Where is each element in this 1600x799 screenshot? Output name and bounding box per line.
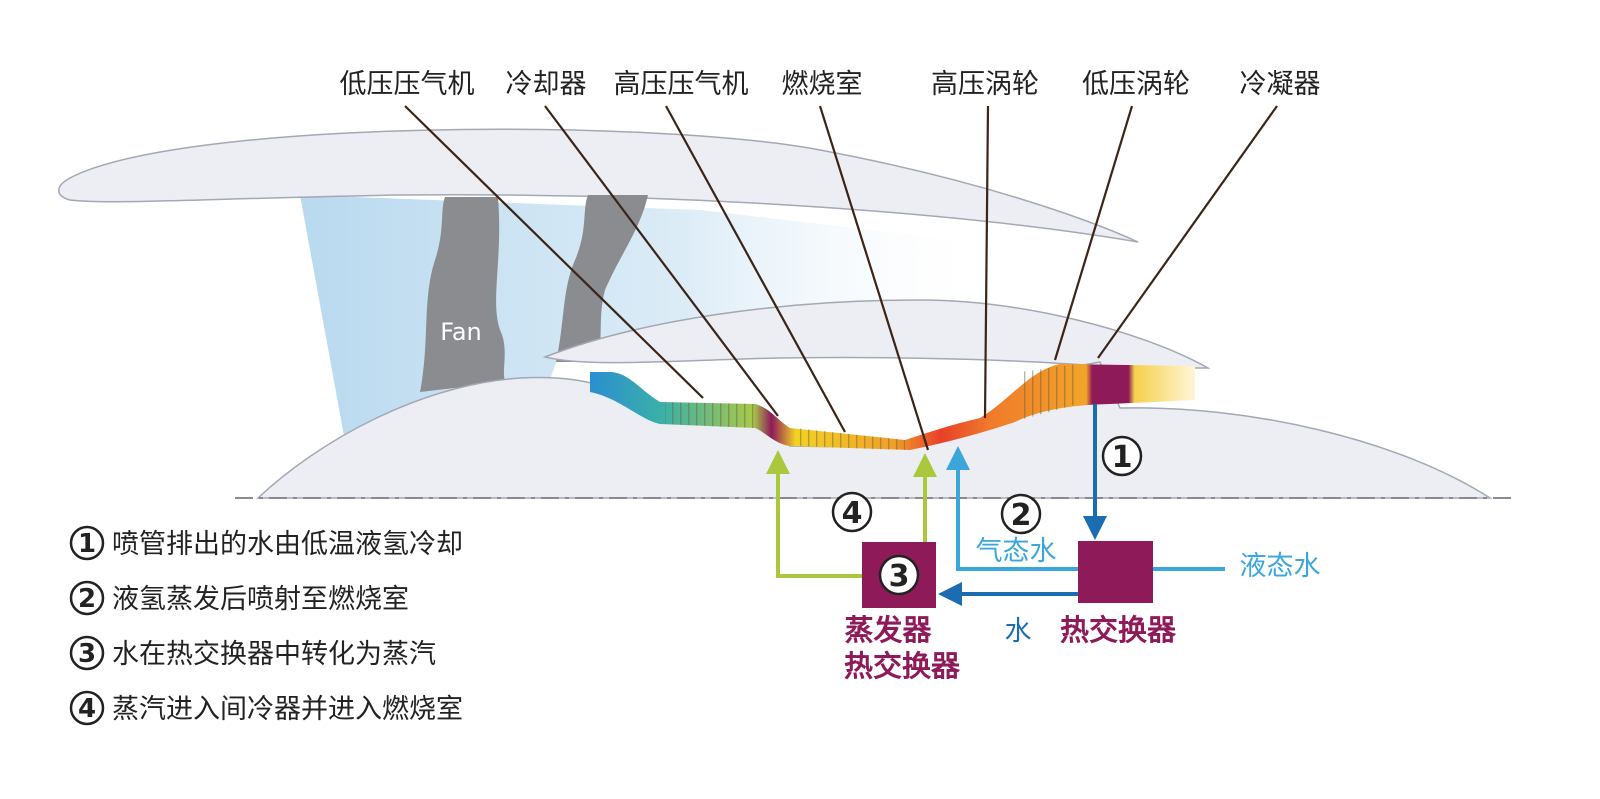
label-low-pressure-compressor: 低压压气机 bbox=[340, 69, 475, 100]
svg-text:3: 3 bbox=[78, 639, 96, 669]
svg-text:液氢蒸发后喷射至燃烧室: 液氢蒸发后喷射至燃烧室 bbox=[112, 584, 409, 615]
legend: 1 喷管排出的水由低温液氢冷却 2 液氢蒸发后喷射至燃烧室 3 水在热交换器中转… bbox=[69, 525, 463, 726]
label-cooler: 冷却器 bbox=[506, 69, 587, 100]
leader-combustor bbox=[818, 105, 930, 451]
marker-3: 3 bbox=[878, 554, 920, 596]
legend-item-3: 3 水在热交换器中转化为蒸汽 bbox=[69, 635, 436, 671]
leader-hpt bbox=[983, 105, 990, 419]
label-combustor: 燃烧室 bbox=[782, 69, 863, 100]
svg-text:4: 4 bbox=[842, 496, 863, 531]
svg-text:3: 3 bbox=[889, 559, 910, 594]
svg-text:2: 2 bbox=[1011, 498, 1032, 533]
outer-nacelle bbox=[58, 128, 1139, 243]
marker-1: 1 bbox=[1101, 435, 1143, 477]
label-low-pressure-turbine: 低压涡轮 bbox=[1082, 69, 1190, 100]
label-condenser: 冷凝器 bbox=[1240, 69, 1321, 100]
leader-lpt bbox=[1053, 105, 1134, 361]
leader-lpc bbox=[404, 105, 704, 399]
core-nacelle bbox=[542, 299, 1211, 369]
svg-text:2: 2 bbox=[78, 584, 96, 614]
legend-item-4: 4 蒸汽进入间冷器并进入燃烧室 bbox=[69, 690, 463, 726]
label-water: 水 bbox=[1005, 616, 1032, 647]
svg-text:4: 4 bbox=[78, 694, 96, 724]
marker-2: 2 bbox=[1000, 493, 1042, 535]
label-evaporator: 蒸发器 bbox=[844, 613, 932, 647]
legend-item-2: 2 液氢蒸发后喷射至燃烧室 bbox=[69, 580, 409, 616]
marker-4: 4 bbox=[831, 491, 873, 533]
leader-hpc bbox=[665, 105, 846, 433]
svg-text:1: 1 bbox=[78, 529, 96, 559]
leader-lines bbox=[404, 105, 1278, 451]
flow-arrows bbox=[766, 404, 1225, 606]
fan-label: Fan bbox=[440, 318, 482, 346]
svg-text:蒸汽进入间冷器并进入燃烧室: 蒸汽进入间冷器并进入燃烧室 bbox=[112, 694, 463, 725]
label-vapor-water: 气态水 bbox=[976, 536, 1057, 567]
svg-text:水在热交换器中转化为蒸汽: 水在热交换器中转化为蒸汽 bbox=[112, 639, 436, 670]
core-blade-stripes bbox=[665, 364, 1078, 450]
label-high-pressure-turbine: 高压涡轮 bbox=[931, 69, 1039, 100]
heat-exchanger-box bbox=[1078, 541, 1153, 603]
label-high-pressure-compressor: 高压压气机 bbox=[614, 69, 749, 100]
svg-text:1: 1 bbox=[1112, 440, 1133, 475]
fan-blade-rear bbox=[556, 195, 648, 362]
arrow-vapor-water bbox=[946, 446, 1078, 571]
arrow-steam-cooler bbox=[766, 450, 862, 578]
label-heat-exchanger: 热交换器 bbox=[1060, 613, 1177, 647]
fan-blade-front bbox=[420, 197, 506, 392]
svg-text:喷管排出的水由低温液氢冷却: 喷管排出的水由低温液氢冷却 bbox=[112, 529, 463, 560]
leader-cooler bbox=[544, 105, 779, 417]
leader-condenser bbox=[1097, 105, 1278, 359]
label-evaporator-hx: 热交换器 bbox=[844, 649, 961, 683]
legend-item-1: 1 喷管排出的水由低温液氢冷却 bbox=[69, 525, 463, 561]
label-liquid-water: 液态水 bbox=[1240, 551, 1321, 582]
